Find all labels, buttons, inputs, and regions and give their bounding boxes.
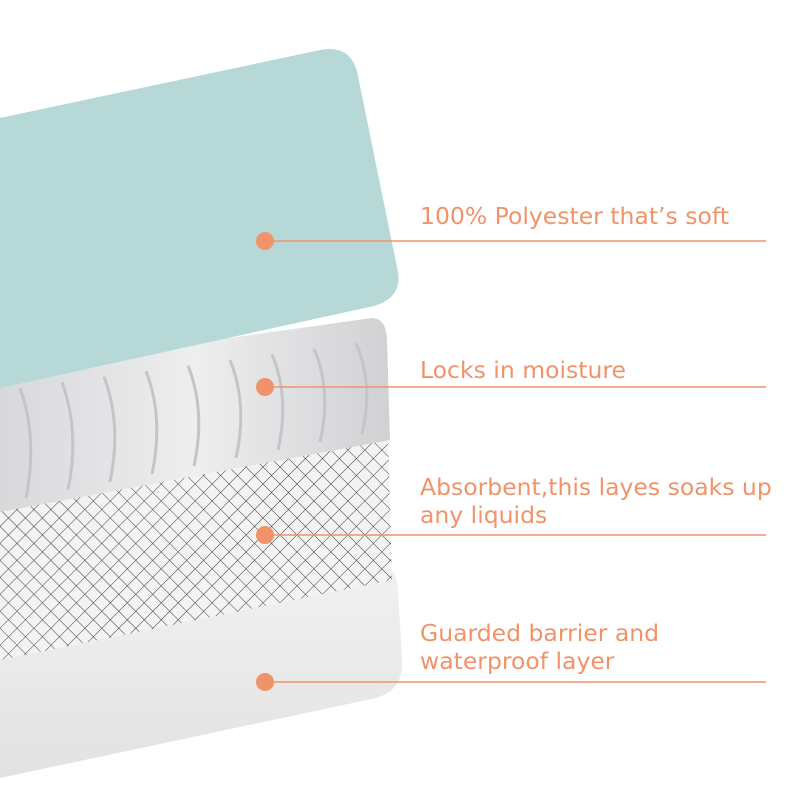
polyester-layer-shape: [0, 49, 399, 388]
callout-2: [256, 378, 766, 396]
quilt-ridge: [228, 359, 243, 459]
callout-dot: [256, 673, 274, 691]
layer-label-waterproof: Guarded barrier and waterproof layer: [420, 619, 660, 675]
quilt-ridge: [186, 365, 201, 467]
quilt-ridge: [60, 381, 75, 491]
quilt-ridge: [102, 376, 117, 483]
callout-dot: [256, 378, 274, 396]
callout-dot: [256, 232, 274, 250]
callout-3: [256, 526, 766, 544]
quilt-ridge: [354, 342, 369, 435]
quilt-ridge: [144, 370, 159, 475]
quilt-ridge: [312, 348, 327, 443]
callout-4: [256, 673, 766, 691]
quilt-ridge: [18, 387, 33, 499]
waterproof-layer-shape: [0, 564, 403, 778]
callout-dot: [256, 526, 274, 544]
layer-label-moisture: Locks in moisture: [420, 356, 626, 384]
quilt-ridge: [270, 353, 285, 451]
layer-label-polyester: 100% Polyester that’s soft: [420, 202, 729, 230]
callout-1: [256, 232, 766, 250]
layer-label-absorbent: Absorbent,this layes soaks up any liquid…: [420, 473, 772, 529]
